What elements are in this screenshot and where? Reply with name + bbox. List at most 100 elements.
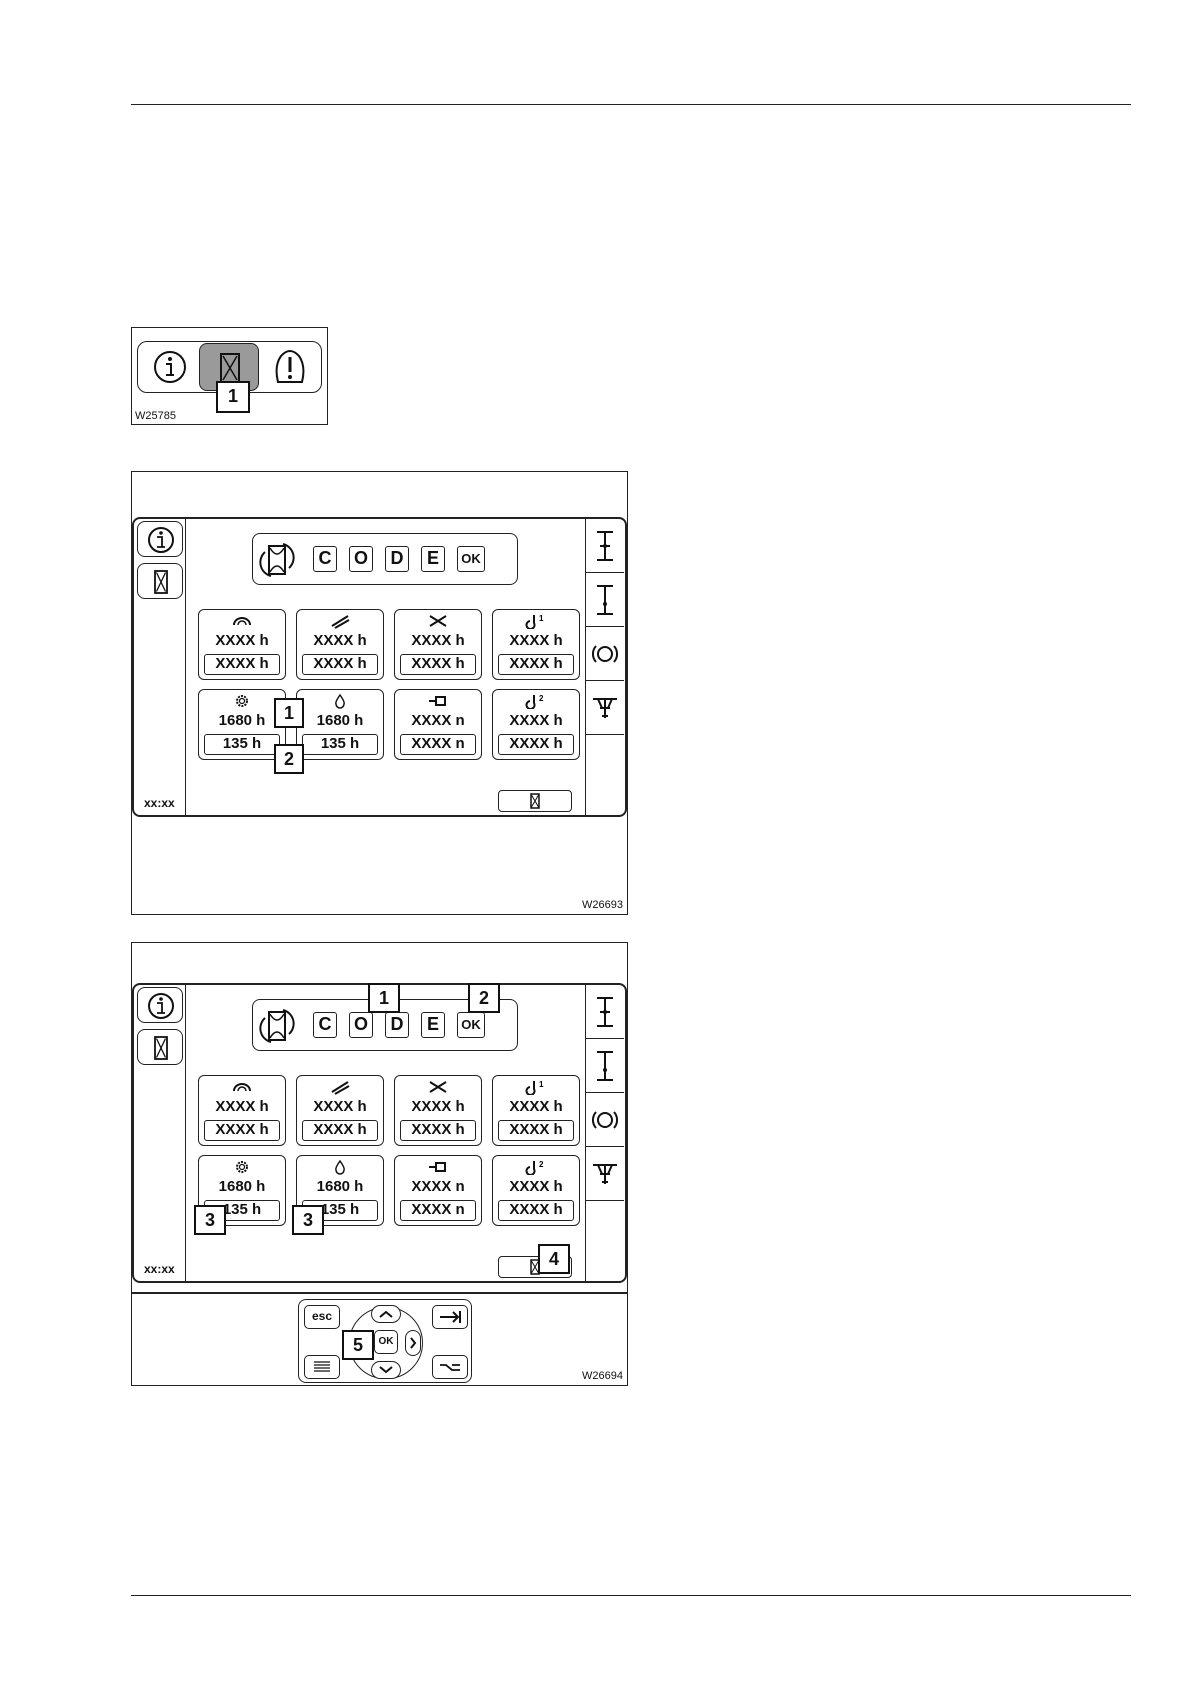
tile-value: XXXX h — [509, 712, 563, 729]
header-rule — [131, 104, 1131, 105]
outrigger-icon[interactable] — [586, 681, 624, 735]
keypad-divider — [132, 1292, 627, 1294]
code-key-o[interactable]: O — [349, 1012, 373, 1038]
tile-value: XXXX h — [215, 632, 269, 649]
figure-w25785: 1 W25785 — [131, 327, 328, 425]
figure-id: W26693 — [582, 899, 623, 911]
code-key-c[interactable]: C — [313, 546, 337, 572]
callout-1: 1 — [274, 698, 304, 728]
brake-icon[interactable] — [586, 627, 624, 681]
footer-rule — [131, 1595, 1131, 1596]
code-key-ok[interactable]: OK — [457, 1012, 485, 1038]
code-key-e[interactable]: E — [421, 1012, 445, 1038]
engine-icon — [395, 693, 481, 709]
figure-w26694: xx:xx C O D E OK XXXX h XXXX h XXXX h XXXX… — [131, 942, 628, 1386]
down-key[interactable] — [371, 1361, 401, 1379]
tab-hourglass[interactable] — [137, 563, 183, 599]
boom-extend-icon[interactable] — [586, 573, 624, 627]
tile-limit: XXXX h — [498, 654, 574, 675]
tile-value: 1680 h — [218, 1178, 266, 1195]
outrigger-icon[interactable] — [586, 1147, 624, 1201]
esc-key[interactable]: esc — [304, 1305, 340, 1329]
hoist-1-icon: 1 — [493, 613, 579, 629]
warning-icon — [275, 350, 305, 383]
callout-2: 2 — [274, 744, 304, 774]
brake-icon[interactable] — [586, 1093, 624, 1147]
keypad: esc OK — [298, 1299, 472, 1383]
reset-button[interactable] — [498, 790, 572, 812]
toggle-key[interactable] — [432, 1355, 468, 1379]
derrick-icon — [395, 613, 481, 629]
menu-key[interactable] — [304, 1355, 340, 1379]
engine-icon — [395, 1159, 481, 1175]
up-key[interactable] — [371, 1305, 401, 1323]
ok-key[interactable]: OK — [374, 1330, 398, 1354]
tile-limit: XXXX n — [400, 1200, 476, 1221]
info-icon — [148, 993, 174, 1019]
down-arrow-icon — [379, 1366, 393, 1374]
figure-id: W25785 — [135, 410, 176, 422]
right-key[interactable] — [405, 1330, 421, 1356]
code-key-ok[interactable]: OK — [457, 546, 485, 572]
callout-2: 2 — [468, 983, 500, 1013]
code-key-o[interactable]: O — [349, 546, 373, 572]
oil-drop-icon — [297, 693, 383, 709]
tile-limit: XXXX h — [302, 654, 378, 675]
left-tab-column: xx:xx — [134, 519, 186, 815]
telescope-icon — [297, 613, 383, 629]
callout-3: 3 — [292, 1205, 324, 1235]
tile-derrick[interactable]: XXXX h XXXX h — [394, 1075, 482, 1146]
clock: xx:xx — [144, 1262, 175, 1276]
boom-length-icon[interactable] — [586, 985, 624, 1039]
hoist-2-icon: 2 — [493, 693, 579, 709]
callout-1: 1 — [216, 381, 250, 413]
up-arrow-icon — [379, 1310, 393, 1318]
tab-hourglass[interactable] — [137, 1029, 183, 1065]
derrick-icon — [395, 1079, 481, 1095]
boom-extend-icon[interactable] — [586, 1039, 624, 1093]
hoist-2-icon: 2 — [493, 1159, 579, 1175]
tile-limit: XXXX n — [400, 734, 476, 755]
hoist-1-icon: 1 — [493, 1079, 579, 1095]
code-key-e[interactable]: E — [421, 546, 445, 572]
tile-limit: XXXX h — [400, 1120, 476, 1141]
tile-value: XXXX h — [411, 632, 465, 649]
boom-length-icon[interactable] — [586, 519, 624, 573]
tab-info[interactable] — [142, 344, 199, 390]
tile-value: XXXX h — [411, 1098, 465, 1115]
tile-limit: 135 h — [204, 734, 280, 755]
gear-icon — [199, 693, 285, 709]
code-key-d[interactable]: D — [385, 1012, 409, 1038]
tile-value: XXXX h — [313, 1098, 367, 1115]
hourglass-icon — [154, 570, 168, 594]
svg-text:1: 1 — [539, 614, 544, 623]
code-key-d[interactable]: D — [385, 546, 409, 572]
right-icon-column — [585, 985, 625, 1281]
tile-value: XXXX h — [509, 632, 563, 649]
info-icon — [148, 527, 174, 553]
tab-key[interactable] — [432, 1305, 468, 1329]
tile-value: XXXX h — [509, 1098, 563, 1115]
tab-warning[interactable] — [261, 344, 319, 390]
code-key-c[interactable]: C — [313, 1012, 337, 1038]
figure-id: W26694 — [582, 1370, 623, 1382]
tab-info[interactable] — [137, 521, 183, 557]
reset-hourglass-icon — [259, 543, 295, 577]
tab-info[interactable] — [137, 987, 183, 1023]
